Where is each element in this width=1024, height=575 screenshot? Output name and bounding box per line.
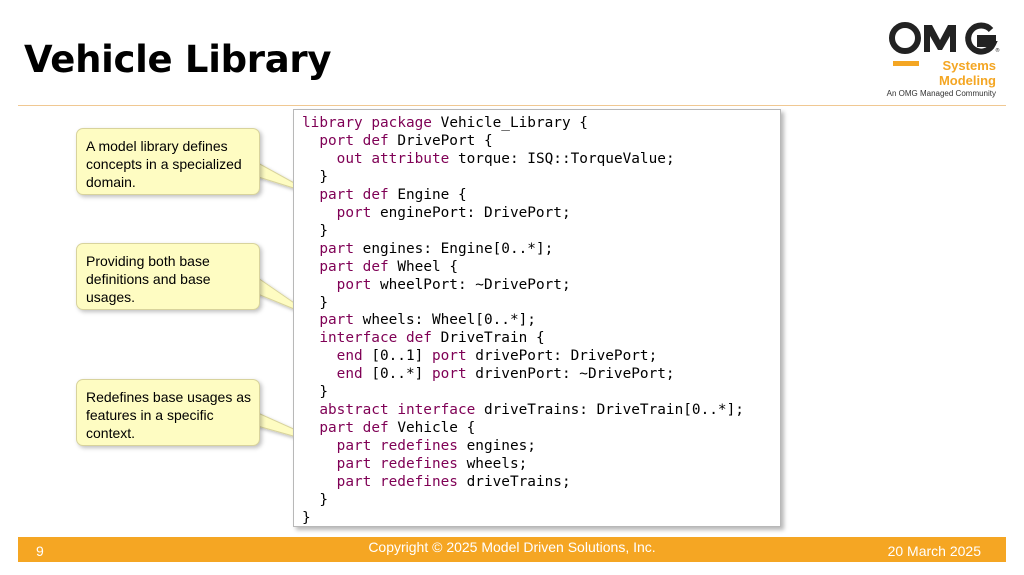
omg-logo: ® Systems Modeling An OMG Managed Commun… xyxy=(886,18,1004,104)
title-divider xyxy=(18,105,1006,106)
code-line: part def Engine { xyxy=(319,186,467,203)
code-line: out attribute torque: ISQ::TorqueValue; xyxy=(336,150,675,167)
sysml-code: library package Vehicle_Library { port d… xyxy=(302,115,744,528)
logo-accent-bar xyxy=(893,61,919,66)
slide-title: Vehicle Library xyxy=(24,38,332,81)
callout-model-library: A model library defines concepts in a sp… xyxy=(76,128,260,195)
code-line: part redefines wheels; xyxy=(336,456,528,473)
callout-base-definitions: Providing both base definitions and base… xyxy=(76,243,260,310)
code-line: port def DrivePort { xyxy=(319,132,493,149)
code-line: } xyxy=(302,509,311,526)
callout-redefines: Redefines base usages as features in a s… xyxy=(76,379,260,446)
page-number: 9 xyxy=(36,543,44,559)
code-line: } xyxy=(302,168,328,185)
code-line: end [0..1] port drivePort: DrivePort; xyxy=(336,348,658,365)
copyright-text: Copyright © 2025 Model Driven Solutions,… xyxy=(368,539,656,555)
code-line: part wheels: Wheel[0..*]; xyxy=(319,312,536,329)
code-line: part engines: Engine[0..*]; xyxy=(319,240,554,257)
code-line: library package Vehicle_Library { xyxy=(302,115,588,131)
code-line: interface def DriveTrain { xyxy=(319,330,545,347)
code-line: part redefines engines; xyxy=(336,438,536,455)
code-listing: library package Vehicle_Library { port d… xyxy=(293,109,781,527)
code-line: end [0..*] port drivenPort: ~DrivePort; xyxy=(336,366,675,383)
code-line: } xyxy=(302,222,328,239)
slide-date: 20 March 2025 xyxy=(887,543,981,559)
code-line: abstract interface driveTrains: DriveTra… xyxy=(319,402,744,419)
logo-systems-text: Systems xyxy=(942,58,996,73)
code-line: port enginePort: DrivePort; xyxy=(336,204,571,221)
code-line: port wheelPort: ~DrivePort; xyxy=(336,276,571,293)
code-line: part redefines driveTrains; xyxy=(336,474,571,491)
omg-wordmark-icon: ® xyxy=(889,22,1000,55)
footer-bar: 9 Copyright © 2025 Model Driven Solution… xyxy=(18,537,1006,562)
svg-text:®: ® xyxy=(995,47,1000,54)
code-line: } xyxy=(302,492,328,509)
code-line: } xyxy=(302,384,328,401)
logo-tagline: An OMG Managed Community xyxy=(886,89,996,98)
code-line: } xyxy=(302,294,328,311)
code-line: part def Wheel { xyxy=(319,258,458,275)
code-line: part def Vehicle { xyxy=(319,420,476,437)
logo-modeling-text: Modeling xyxy=(938,73,996,88)
